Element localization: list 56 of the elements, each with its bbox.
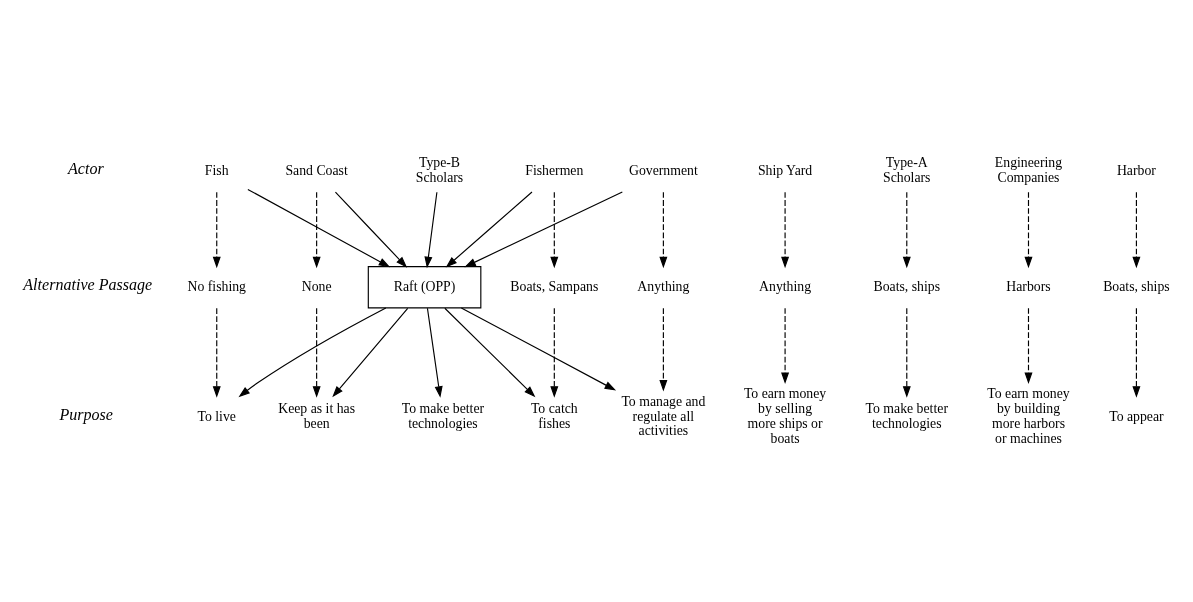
- arrow: [1024, 191, 1033, 269]
- node-text: Type-A Scholars: [883, 155, 931, 186]
- node-text: Ship Yard: [757, 162, 813, 178]
- arrow: [312, 307, 321, 398]
- node-text: Sand Coast: [285, 162, 348, 178]
- arrow: [1132, 307, 1141, 398]
- arrow: [238, 307, 387, 398]
- node-text: To appear: [1109, 408, 1164, 424]
- node-text: To live: [197, 408, 236, 424]
- node-text: None: [301, 278, 332, 294]
- arrow: [212, 191, 221, 269]
- arrow: [334, 191, 408, 268]
- node-text: Type-B Scholars: [415, 155, 464, 186]
- arrow: [781, 191, 790, 269]
- arrow: [445, 191, 533, 268]
- node-text: Boats, ships: [873, 278, 941, 294]
- node-text: To catch fishes: [530, 401, 578, 431]
- node-text: To manage and regulate all activities: [621, 393, 706, 439]
- node-text: To make better technologies: [865, 401, 948, 431]
- node-text: Anything: [637, 278, 690, 294]
- arrow: [332, 307, 409, 398]
- arrow: [781, 307, 790, 384]
- node-text: Engineering Companies: [994, 155, 1063, 186]
- label: Purpose: [59, 406, 113, 424]
- node-text: Boats, Sampans: [510, 278, 599, 294]
- label: Alternative Passage: [23, 276, 153, 294]
- node-text: Harbors: [1006, 278, 1051, 294]
- arrow: [424, 191, 438, 269]
- arrow: [1132, 191, 1141, 269]
- node-text: Boats, ships: [1103, 278, 1170, 294]
- node-text: Anything: [759, 278, 812, 294]
- arrow: [426, 307, 443, 398]
- node-text: To earn money by selling more ships or boats: [743, 386, 827, 446]
- node-text: Fish: [204, 162, 229, 178]
- arrow: [460, 307, 617, 391]
- node-text: Government: [628, 162, 698, 178]
- arrow: [550, 307, 559, 398]
- arrow: [312, 191, 321, 269]
- label: Actor: [68, 160, 104, 178]
- node-text: Harbor: [1116, 162, 1156, 178]
- arrow: [659, 191, 668, 269]
- node-text: To earn money by building more harbors or machines: [987, 386, 1070, 446]
- node-text: No fishing: [187, 278, 247, 294]
- arrow: [550, 191, 559, 269]
- node-text: Fishermen: [525, 162, 584, 178]
- arrow: [464, 191, 623, 268]
- arrow: [902, 307, 911, 398]
- node-text: Keep as it has been: [278, 401, 356, 431]
- arrow: [902, 191, 911, 269]
- arrow: [659, 307, 668, 392]
- arrow: [212, 307, 221, 398]
- arrow: [444, 307, 536, 398]
- node-box: Raft (OPP): [367, 266, 482, 309]
- arrow: [247, 188, 391, 268]
- arrow: [1024, 307, 1033, 384]
- node-text: To make better technologies: [401, 401, 485, 431]
